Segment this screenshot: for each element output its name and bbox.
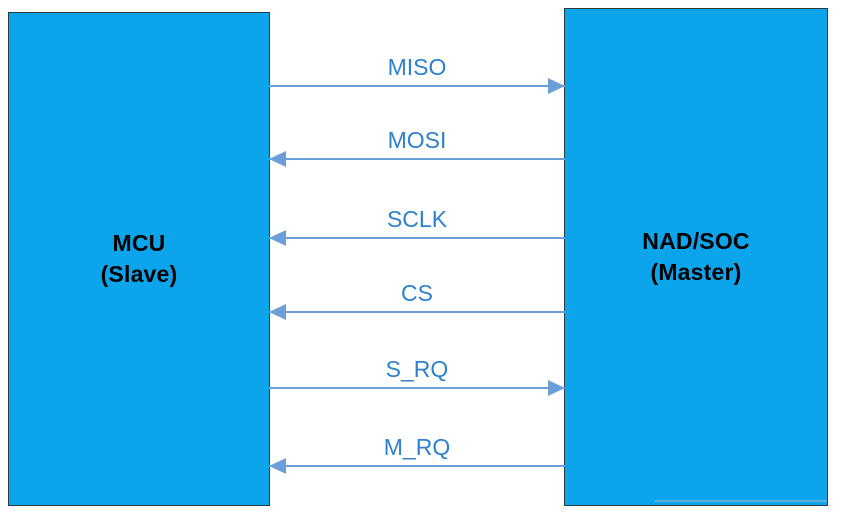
node-nadsoc-role: (Master) [650, 259, 742, 285]
signal-sclk-line [269, 237, 565, 239]
signal-miso-line [269, 85, 565, 87]
node-mcu-title: MCU [112, 229, 166, 256]
signal-s-rq-line [269, 387, 565, 389]
signal-s-rq-label: S_RQ [385, 356, 449, 382]
signal-m-rq-label: M_RQ [383, 434, 451, 460]
signal-cs-line [269, 311, 565, 313]
signal-m-rq-line [269, 465, 565, 467]
node-mcu-role: (Slave) [100, 261, 178, 287]
node-nadsoc-title: NAD/SOC [642, 227, 750, 254]
arrow-left-icon [269, 303, 286, 320]
node-mcu[interactable]: MCU (Slave) [8, 12, 270, 506]
signal-sclk-label: SCLK [386, 206, 448, 232]
signal-mosi-line [269, 158, 565, 160]
arrow-left-icon [269, 457, 286, 474]
node-nadsoc[interactable]: NAD/SOC (Master) [564, 8, 828, 506]
signal-mosi-label: MOSI [387, 127, 447, 153]
arrow-left-icon [269, 229, 286, 246]
signal-cs-label: CS [401, 280, 433, 306]
stray-stroke-artifact [655, 500, 827, 502]
arrow-left-icon [269, 150, 286, 167]
arrow-right-icon [548, 77, 565, 94]
signal-miso-label: MISO [387, 54, 447, 80]
arrow-right-icon [548, 379, 565, 396]
